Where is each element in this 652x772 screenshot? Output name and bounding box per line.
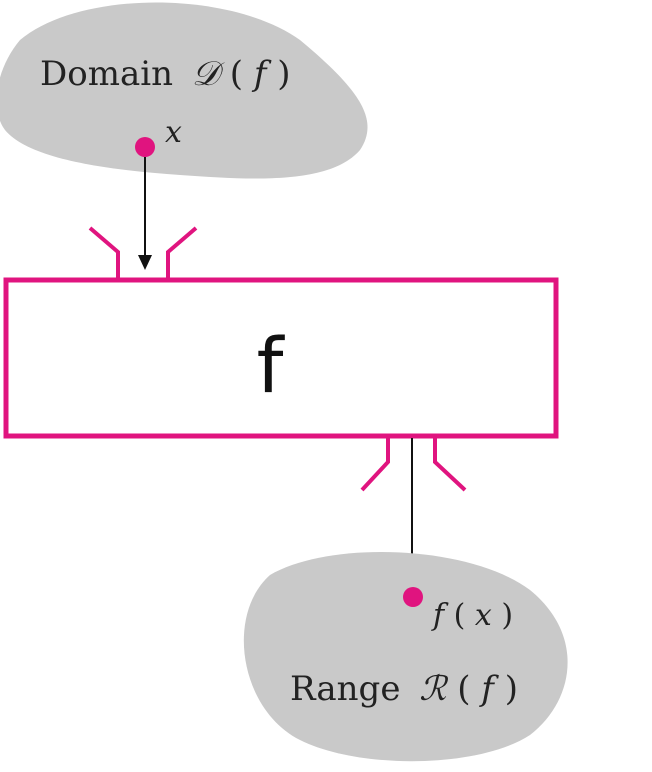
input-arrow-head: [138, 255, 152, 270]
input-point: [135, 137, 155, 157]
function-label: f: [257, 321, 286, 410]
range-label: Range ℛ ( f ): [290, 669, 518, 709]
domain-label: Domain 𝒟 ( f ): [40, 54, 291, 94]
function-box: [3, 277, 559, 439]
domain-region: [0, 2, 368, 179]
output-funnel: [360, 436, 467, 492]
range-region: [243, 552, 568, 762]
output-label: f ( x ): [431, 598, 513, 633]
output-point: [403, 587, 423, 607]
input-funnel: [88, 226, 198, 280]
input-label: x: [165, 115, 182, 150]
